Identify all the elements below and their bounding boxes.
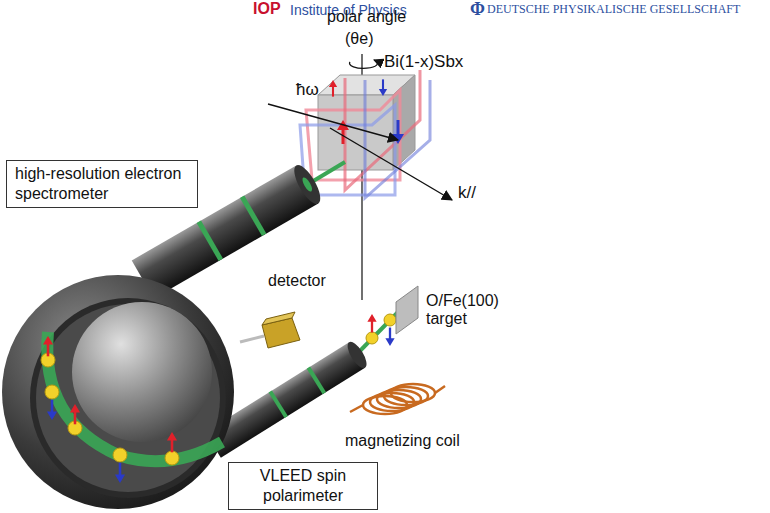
axis-label: polar angle [327,8,406,26]
part-label: magnetizing coil [345,432,460,450]
sample-cube [300,70,430,198]
society-name: DEUTSCHE PHYSIKALISCHE GESELLSCHAFT [487,3,740,17]
society-logo: Φ [470,0,485,20]
momentum-label: k// [458,183,476,203]
publisher-logo: IOP [253,0,281,18]
angle-symbol: (θe) [345,30,373,48]
electron-beam [305,162,400,356]
caption-box: VLEED spin polarimeter [228,462,378,510]
box-text: high-resolution electron spectrometer [15,164,189,204]
caption-box: high-resolution electron spectrometer [6,160,198,208]
photon-label: ħω [296,80,319,100]
part-label: O/Fe(100) target [426,292,514,329]
detector-block [240,312,300,348]
part-label: detector [268,272,326,290]
sample-label: Bi(1-x)Sbx [384,52,463,72]
hemispherical-analyzer [2,275,234,509]
target-plate [396,286,418,334]
magnetizing-coil [350,384,445,414]
box-text: VLEED spin polarimeter [237,466,369,506]
